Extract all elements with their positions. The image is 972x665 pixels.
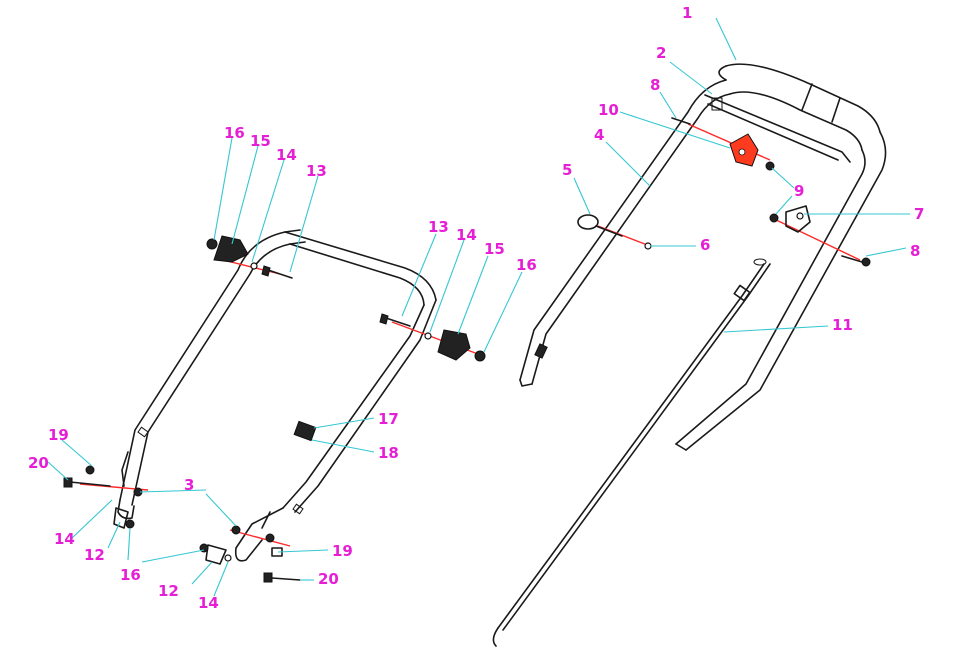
callout-13-right: 13 [428, 218, 449, 236]
upper-handle [519, 63, 887, 451]
callout-16-bottom: 16 [120, 566, 141, 584]
callout-7: 7 [914, 205, 924, 223]
callout-14-top-left: 14 [276, 146, 297, 164]
callout-18: 18 [378, 444, 399, 462]
callout-20-left: 20 [28, 454, 49, 472]
callout-1: 1 [682, 4, 692, 22]
callout-9: 9 [794, 182, 804, 200]
control-cable [492, 258, 771, 647]
callout-labels: 1 2 3 4 5 6 7 8 8 9 10 11 12 12 13 13 14… [28, 4, 924, 612]
callout-11: 11 [832, 316, 853, 334]
callout-2: 2 [656, 44, 666, 62]
callout-20-right: 20 [318, 570, 339, 588]
callout-3: 3 [184, 476, 194, 494]
fasteners [63, 117, 871, 583]
callout-5: 5 [562, 161, 572, 179]
callout-8-upper: 8 [650, 76, 660, 94]
callout-15-right: 15 [484, 240, 505, 258]
callout-17: 17 [378, 410, 399, 428]
lower-handle [117, 229, 437, 562]
callout-19-right: 19 [332, 542, 353, 560]
callout-4: 4 [594, 126, 604, 144]
callout-6: 6 [700, 236, 710, 254]
callout-10: 10 [598, 101, 619, 119]
callout-19-left: 19 [48, 426, 69, 444]
callout-14-top-right: 14 [456, 226, 477, 244]
callout-15-left: 15 [250, 132, 271, 150]
callout-16-top-right: 16 [516, 256, 537, 274]
callout-14-bottom-left: 14 [54, 530, 75, 548]
callout-8-lower: 8 [910, 242, 920, 260]
callout-13-left: 13 [306, 162, 327, 180]
leader-lines [47, 17, 910, 597]
callout-16-top-left: 16 [224, 124, 245, 142]
callout-12-right: 12 [158, 582, 179, 600]
callout-12-left: 12 [84, 546, 105, 564]
callout-14-bottom-right: 14 [198, 594, 219, 612]
